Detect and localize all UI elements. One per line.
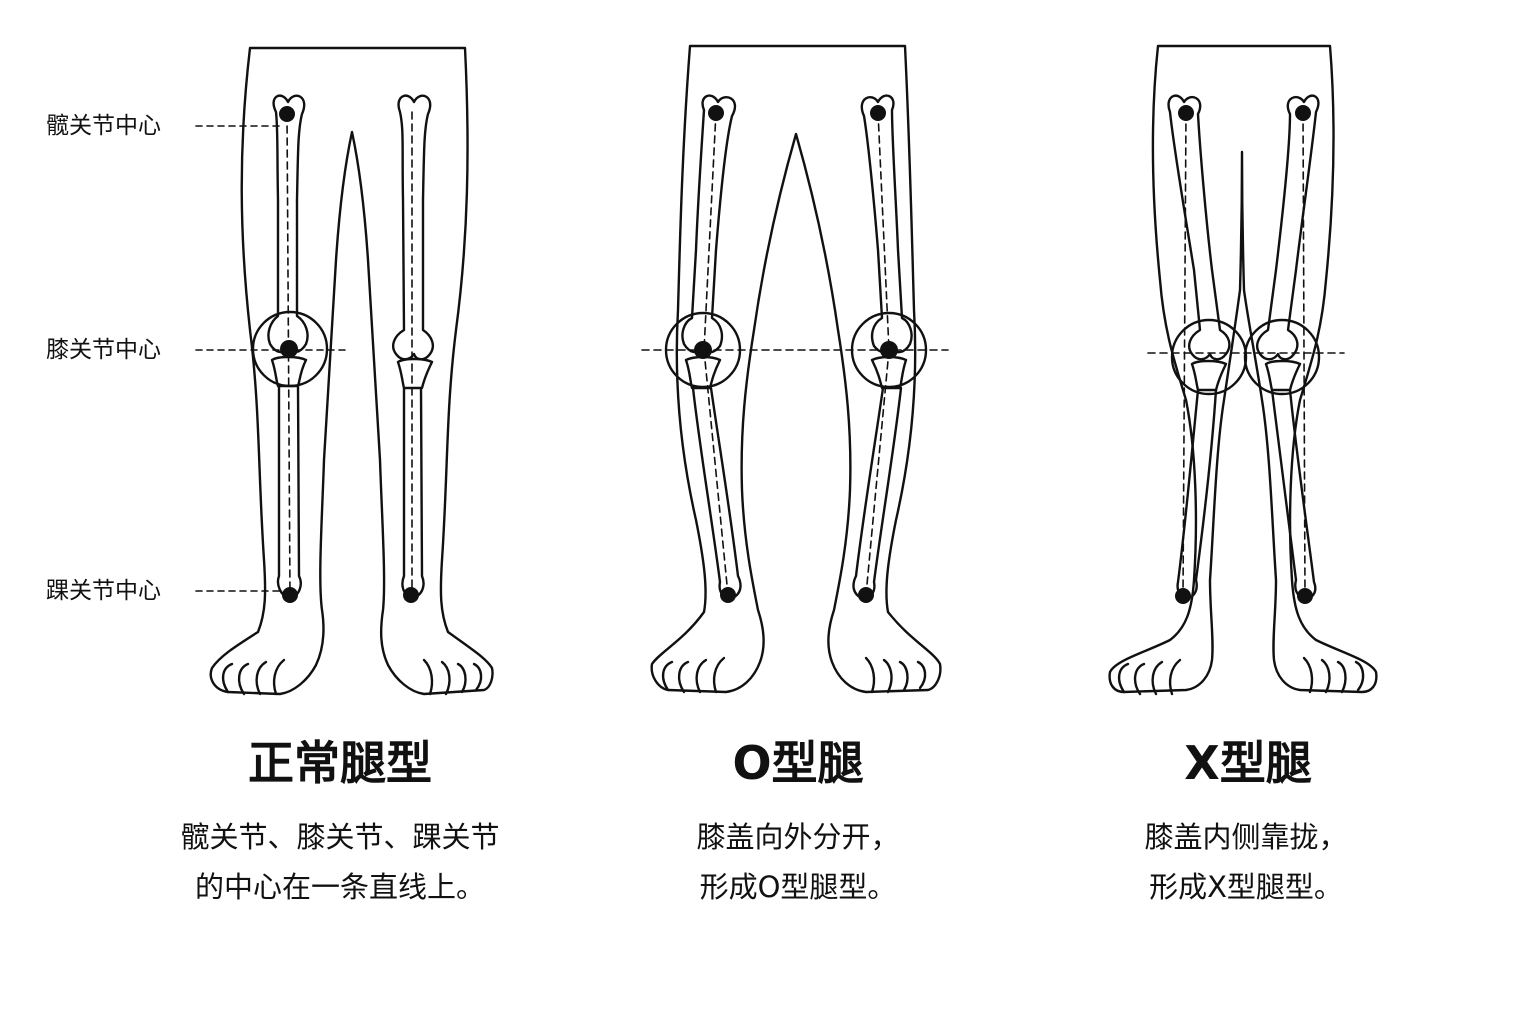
o-legs-title: O型腿 [598,735,998,791]
knee-joint-label: 膝关节中心 [46,336,161,364]
normal-right-femur [393,96,433,360]
normal-left-knee-dot [280,340,298,358]
o-legs-outline [652,46,941,692]
x-legs-description-line-2: 形成X型腿型。 [1026,862,1466,912]
normal-description-line-1: 髋关节、膝关节、踝关节 [120,812,560,862]
ankle-joint-label: 踝关节中心 [46,577,161,605]
normal-legs-outline [211,48,493,694]
normal-right-tibia [402,388,423,598]
x-legs-figure [1110,46,1377,694]
o-right-tibia [854,388,901,598]
x-right-tibia [1272,390,1315,598]
o-legs-description: 膝盖向外分开， 形成O型腿型。 [578,812,1018,912]
o-legs-description-line-2: 形成O型腿型。 [578,862,1018,912]
normal-left-ankle-dot [282,587,298,603]
normal-description-line-2: 的中心在一条直线上。 [120,862,560,912]
x-left-femur [1169,96,1230,360]
normal-description: 髋关节、膝关节、踝关节 的中心在一条直线上。 [120,812,560,912]
normal-right-ankle-dot [403,587,419,603]
o-left-tibia [693,388,740,598]
x-legs-description-line-1: 膝盖内侧靠拢， [1026,812,1466,862]
o-legs-description-line-1: 膝盖向外分开， [578,812,1018,862]
hip-joint-label: 髋关节中心 [46,112,161,140]
x-legs-description: 膝盖内侧靠拢， 形成X型腿型。 [1026,812,1466,912]
x-legs-title: X型腿 [1048,735,1448,791]
normal-left-hip-dot [279,106,295,122]
normal-legs-figure [196,48,493,694]
normal-title: 正常腿型 [140,735,540,791]
o-legs-figure [642,46,948,692]
